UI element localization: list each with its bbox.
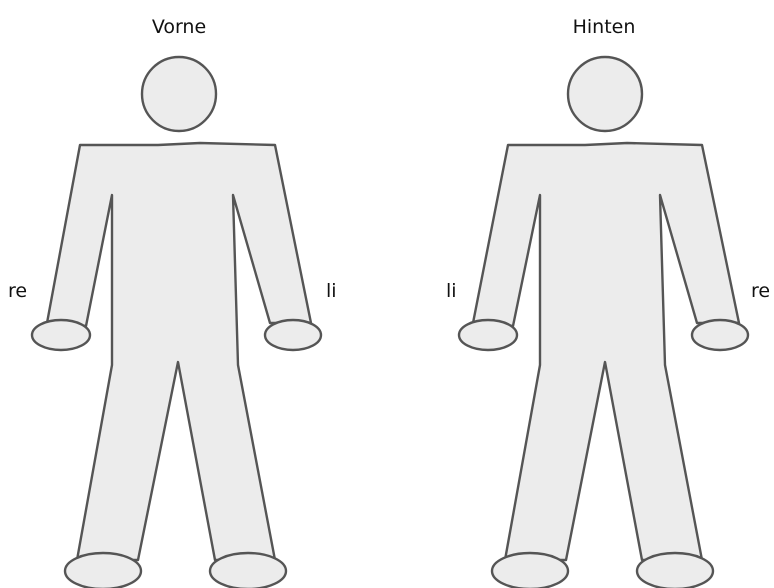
front-left-foot [210,553,286,588]
back-right-foot [637,553,713,588]
front-right-side-label: re [8,280,27,302]
front-left-side-label: li [326,280,337,302]
front-right-foot [65,553,141,588]
front-figure: Vorne re li [8,16,337,588]
back-left-hand [459,320,517,350]
back-left-foot [492,553,568,588]
back-right-hand [692,320,748,350]
front-right-hand [32,320,90,350]
back-right-side-label: re [751,280,770,302]
back-left-side-label: li [446,280,457,302]
back-body [473,143,739,560]
back-head [568,57,642,131]
back-title: Hinten [573,16,636,38]
front-body [47,143,311,560]
back-figure: Hinten li re [446,16,770,588]
front-title: Vorne [152,16,206,38]
front-head [142,57,216,131]
front-left-hand [265,320,321,350]
